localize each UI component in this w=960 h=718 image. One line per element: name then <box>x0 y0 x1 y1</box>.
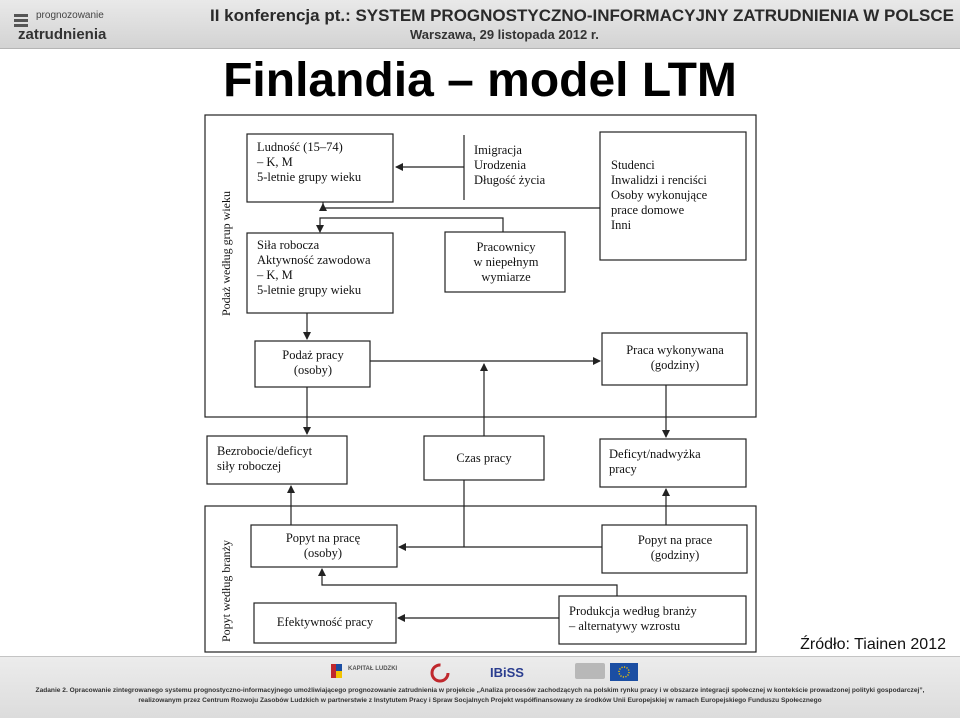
social-fund-logo <box>575 663 605 683</box>
efektywnosc-text: Efektywność pracy <box>276 615 374 629</box>
logo-bars-icon <box>14 14 28 28</box>
box-deficyt <box>599 438 747 488</box>
conference-header: prognozowanie zatrudnienia II konferencj… <box>0 0 960 49</box>
project-description-line-1: Zadanie 2. Opracowanie zintegrowanego sy… <box>35 687 925 694</box>
project-description: Zadanie 2. Opracowanie zintegrowanego sy… <box>10 686 950 706</box>
ltm-diagram: Podaż według grup wieku Popyt według bra… <box>197 110 760 656</box>
source-note: Źródło: Tiainen 2012 <box>800 636 946 653</box>
popyt-godziny-text: Popyt na prace (godziny) <box>637 533 713 562</box>
popyt-osoby-text: Popyt na pracę (osoby) <box>285 531 361 560</box>
praca-wyk-text: Praca wykonywana (godziny) <box>626 343 724 372</box>
logo-small-text: prognozowanie <box>36 10 104 21</box>
box-popyt-osoby <box>250 524 398 568</box>
kapital-ludzki-text: KAPITAŁ LUDZKI <box>348 666 398 672</box>
produkcja-text: Produkcja według branży – alternatywy wz… <box>569 604 697 633</box>
conference-logo: prognozowanie zatrudnienia <box>14 8 164 44</box>
box-bezrobocie <box>206 435 348 485</box>
box-praca-wyk <box>601 332 748 386</box>
ibiss-logo-text: IBiSS <box>490 665 524 680</box>
eu-flag-icon <box>610 663 638 681</box>
slide-title: Finlandia – model LTM <box>223 54 737 107</box>
pracownicy-text: Pracownicy w niepełnym wymiarze <box>473 240 539 284</box>
deficyt-text: Deficyt/nadwyżka pracy <box>609 447 701 476</box>
box-studenci <box>599 131 747 261</box>
box-produkcja <box>558 595 747 645</box>
demand-section-label: Popyt według branży <box>219 540 233 642</box>
podaz-text: Podaż pracy (osoby) <box>282 348 344 377</box>
crzl-logo <box>430 663 452 683</box>
czas-text: Czas pracy <box>456 451 512 465</box>
project-footer: KAPITAŁ LUDZKI IBiSS Zadanie 2. Opracowa… <box>0 656 960 718</box>
bezrobocie-text: Bezrobocie/deficyt siły roboczej <box>217 444 313 473</box>
supply-section-frame <box>204 114 757 418</box>
logo-big-text: zatrudnienia <box>18 26 107 43</box>
eu-flag-logo <box>610 663 638 683</box>
crzl-circle-icon <box>430 663 450 683</box>
box-popyt-godziny <box>601 524 748 574</box>
conference-title: II konferencja pt.: SYSTEM PROGNOSTYCZNO… <box>210 6 954 25</box>
diagram-lines <box>204 114 757 653</box>
conference-subtitle: Warszawa, 29 listopada 2012 r. <box>410 27 599 42</box>
kapital-ludzki-logo: KAPITAŁ LUDZKI <box>330 663 397 683</box>
box-sila <box>246 232 394 314</box>
box-ludnosc <box>246 133 394 203</box>
demand-section-frame <box>204 505 757 653</box>
migracja-text: Imigracja Urodzenia Długość życia <box>474 143 546 187</box>
studenci-text: Studenci Inwalidzi i renciści Osoby wyko… <box>611 158 708 232</box>
kapital-ludzki-flag-icon <box>331 664 342 678</box>
project-description-line-2: realizowanym przez Centrum Rozwoju Zasob… <box>138 697 822 704</box>
supply-section-label: Podaż według grup wieku <box>219 191 233 316</box>
ludnosc-text: Ludność (15–74) – K, M 5-letnie grupy wi… <box>257 140 362 184</box>
sila-text: Siła robocza Aktywność zawodowa – K, M 5… <box>257 238 371 297</box>
box-efektywnosc <box>253 602 397 644</box>
box-pracownicy <box>444 231 566 293</box>
box-podaz <box>254 340 371 388</box>
